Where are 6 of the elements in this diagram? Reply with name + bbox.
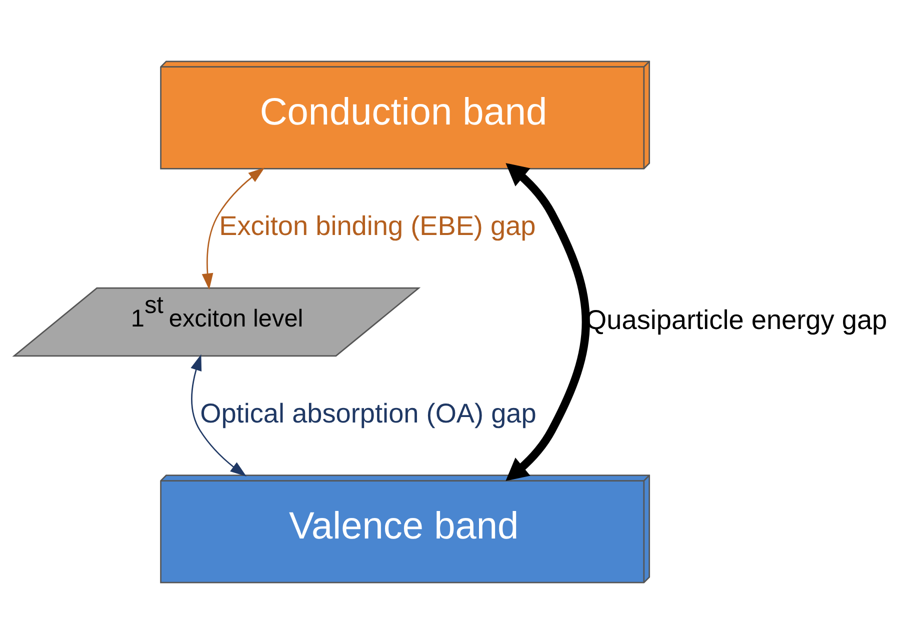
- edge-label: Optical absorption (OA) gap: [200, 396, 536, 428]
- arrow: [202, 167, 265, 290]
- arrow: [506, 162, 590, 480]
- edge-label: Quasiparticle energy gap: [586, 303, 888, 334]
- edge-label: Exciton binding (EBE) gap: [219, 210, 536, 241]
- arrow: [190, 354, 247, 476]
